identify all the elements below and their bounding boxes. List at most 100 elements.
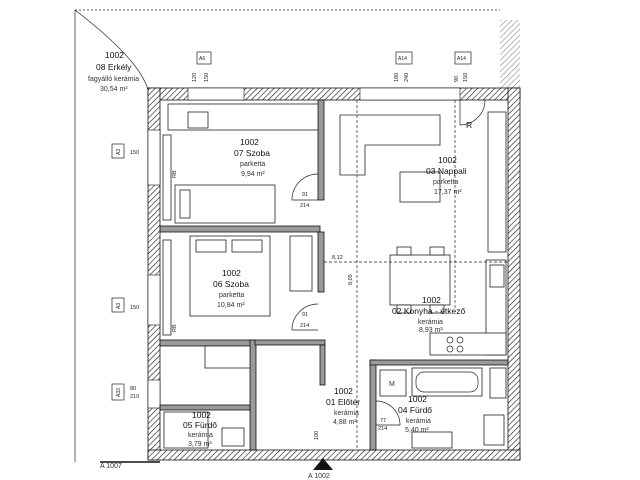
bath2-area: 3,79 m² [188, 441, 212, 448]
bath-name: 04 Fürdő [398, 405, 432, 415]
bath2-material: kerámia [188, 432, 213, 439]
living-num: 1002 [438, 155, 457, 165]
dim-150a: 150 [204, 73, 210, 82]
dim-80: 80 [130, 386, 136, 392]
balcony-area: 30,54 m² [100, 86, 128, 93]
wall-shaft [319, 344, 326, 386]
chair-k1 [396, 246, 412, 256]
dim-150d: 150 [130, 305, 139, 311]
wall-room6-bottom [159, 339, 256, 347]
window-top-living [359, 87, 461, 101]
window-top-room7 [187, 87, 245, 101]
bathtub-inner [415, 371, 479, 393]
room6-area: 10,84 m² [217, 302, 245, 309]
hall-material: kerámia [334, 410, 359, 417]
tag-box-a33 [111, 383, 125, 401]
door1-width: 91 [302, 192, 308, 198]
chair-room7 [187, 111, 209, 129]
door-swing-room6 [291, 303, 319, 331]
wall-hall-left [249, 339, 257, 451]
door-swing-bath [375, 400, 401, 426]
tag-box-a6 [196, 51, 212, 65]
door1-height: 214 [300, 203, 309, 209]
desk-room7 [167, 103, 319, 131]
kitchen-counter-bottom [429, 332, 507, 356]
bath-area: 5,40 m² [405, 427, 429, 434]
tag-a33: A33 [116, 388, 122, 397]
room6-num: 1002 [222, 268, 241, 278]
coffee-table [399, 171, 441, 203]
dim-150c: 150 [130, 150, 139, 156]
tag-a3-1: A3 [116, 149, 122, 155]
marker-r: R [466, 120, 472, 130]
window-left-bath [147, 379, 161, 409]
room7-name: 07 Szoba [234, 148, 270, 158]
bath-material: kerámia [406, 418, 431, 425]
door3-width: 77 [380, 418, 386, 424]
window-left-room7 [147, 129, 161, 186]
tag-box-a3-1 [111, 143, 125, 159]
tag-box-a14 [395, 51, 413, 65]
room7-material: parketta [240, 161, 265, 168]
bathtub [411, 367, 483, 397]
door2-width: 91 [302, 312, 308, 318]
kitchen-num: 1002 [422, 295, 441, 305]
room6-material: parketta [219, 292, 244, 299]
hall-num: 1002 [334, 386, 353, 396]
kitchen-material: kerámia [418, 319, 443, 326]
vanity-bath [411, 431, 453, 449]
wall-rooms-living-2 [317, 231, 325, 293]
tv-cabinet [487, 111, 507, 253]
tag-a14b: A14 [457, 56, 466, 62]
washing-machine [379, 369, 407, 397]
hall-name: 01 Előtér [326, 397, 360, 407]
wall-bath-top [369, 359, 509, 366]
balcony-name: 08 Erkély [96, 62, 132, 72]
living-material: parketta [433, 179, 458, 186]
door-swing-room7 [291, 173, 319, 201]
wardrobe-room6 [162, 239, 172, 336]
wall-rooms-living [317, 99, 325, 201]
terrain-hatch [500, 20, 520, 90]
dining-table [389, 254, 451, 306]
window-left-room6 [147, 274, 161, 326]
dim-805: 8,05 [348, 274, 354, 285]
bath2-name: 05 Fürdő [183, 420, 217, 430]
hob-1 [446, 336, 454, 344]
dim-210: 210 [130, 394, 139, 400]
wall-hall-right [369, 359, 377, 451]
bed-room7 [174, 184, 276, 224]
balcony-num: 1002 [105, 50, 124, 60]
toilet-bath [483, 414, 505, 446]
dim-812: 8,12 [332, 255, 343, 261]
kitchen-area: 8,93 m² [419, 327, 443, 334]
sink-bath [489, 367, 507, 399]
section-arrow [313, 458, 333, 470]
door-swing-living [459, 99, 486, 126]
dim-90: 90 [454, 76, 460, 82]
dim-100: 100 [314, 431, 320, 440]
section-label: A 1002 [308, 473, 330, 480]
fridge [489, 264, 505, 288]
pillow-room7 [179, 189, 191, 219]
room7-num: 1002 [240, 137, 259, 147]
living-area: 17,37 m² [434, 189, 462, 196]
dim-180: 180 [394, 73, 400, 82]
door3-height: 214 [378, 426, 387, 432]
tag-box-a14b [454, 51, 472, 65]
dim-240: 240 [404, 73, 410, 82]
dim-120: 120 [192, 73, 198, 82]
marker-rb1: RB [172, 170, 178, 178]
shower-bath2 [163, 411, 209, 449]
hob-4 [456, 345, 464, 353]
hob-2 [456, 336, 464, 344]
section-left: A 1007 [100, 463, 122, 470]
tag-a6: A6 [199, 56, 205, 62]
hall-area: 4,88 m² [333, 419, 357, 426]
room7-area: 9,94 m² [241, 171, 265, 178]
nightstand-room6 [289, 235, 313, 292]
tag-a3-2: A3 [116, 303, 122, 309]
kitchen-name: 02 Konyha - étkező [392, 306, 466, 316]
wall-right [507, 87, 521, 461]
